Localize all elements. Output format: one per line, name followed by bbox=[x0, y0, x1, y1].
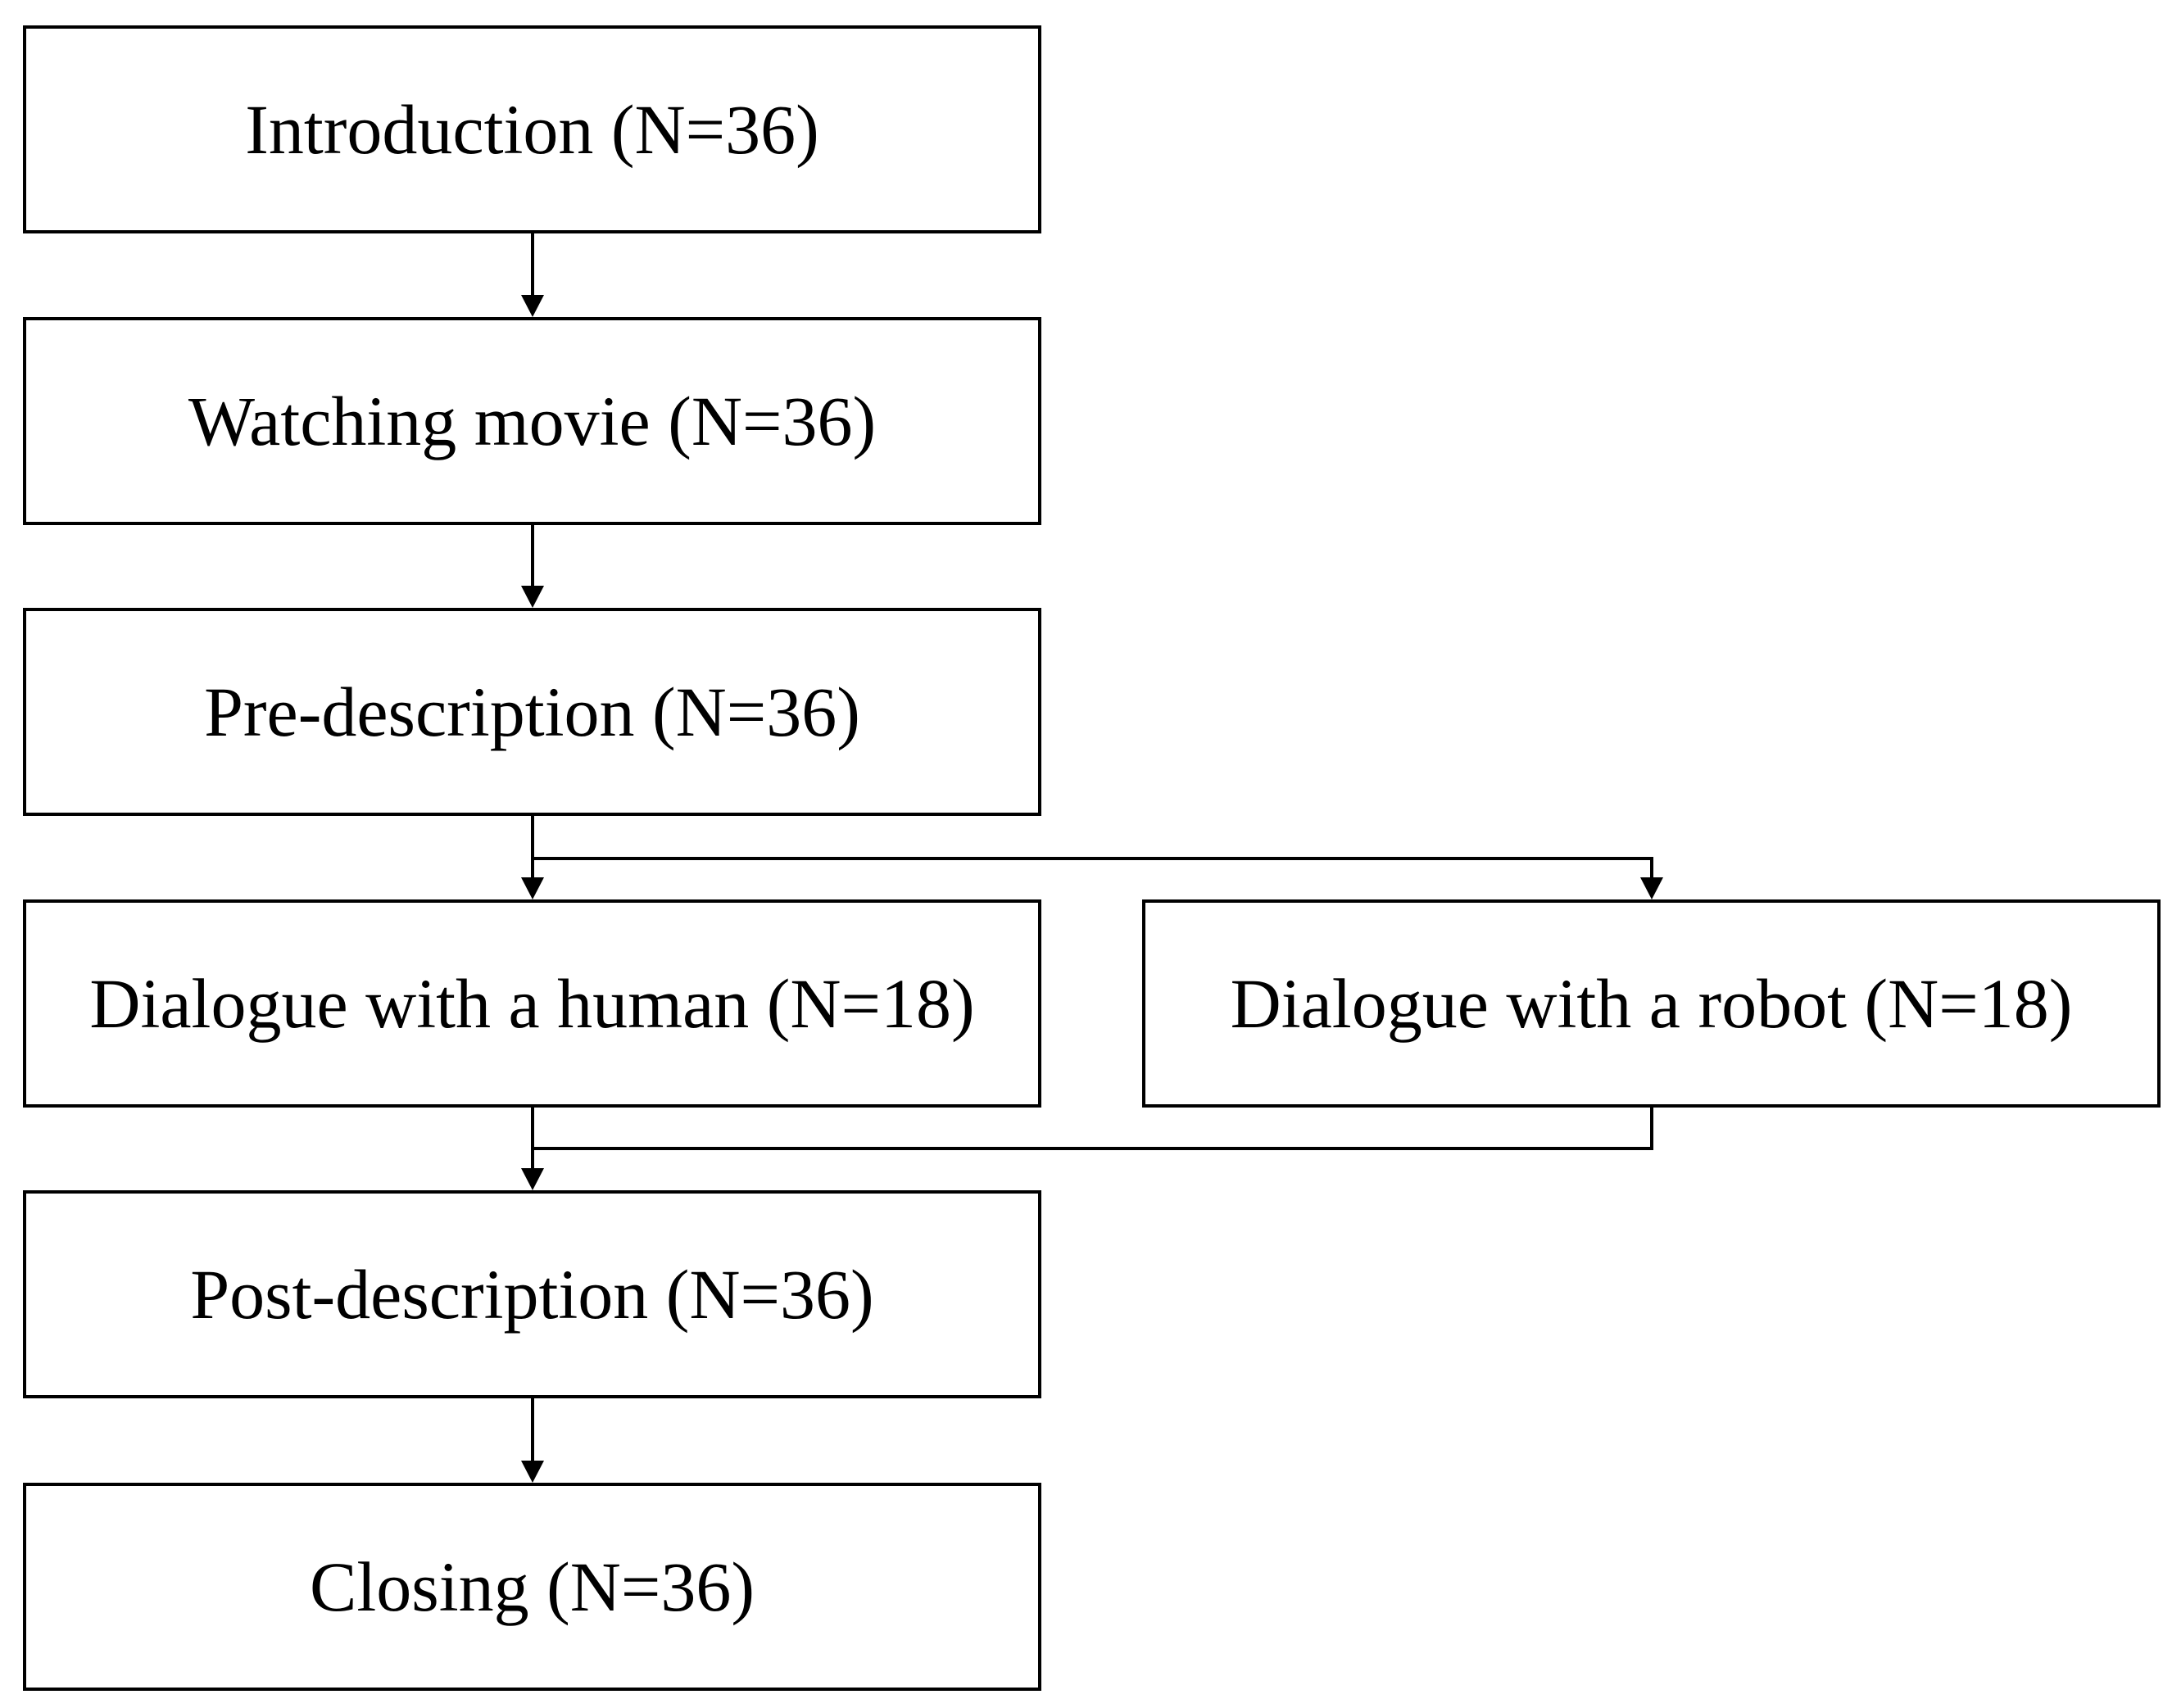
node-dialogue-robot-label: Dialogue with a robot (N=18) bbox=[1230, 964, 2073, 1043]
node-watching-movie: Watching movie (N=36) bbox=[23, 317, 1041, 525]
node-closing-label: Closing (N=36) bbox=[309, 1547, 755, 1626]
arrowhead-robot bbox=[1640, 877, 1663, 899]
node-pre-description-label: Pre-description (N=36) bbox=[204, 673, 860, 751]
node-dialogue-human: Dialogue with a human (N=18) bbox=[23, 899, 1041, 1108]
arrowhead-watching bbox=[521, 295, 544, 317]
node-post-description: Post-description (N=36) bbox=[23, 1190, 1041, 1398]
node-introduction: Introduction (N=36) bbox=[23, 25, 1041, 233]
node-pre-description: Pre-description (N=36) bbox=[23, 608, 1041, 816]
arrowhead-pre bbox=[521, 586, 544, 608]
node-dialogue-robot: Dialogue with a robot (N=18) bbox=[1142, 899, 2161, 1108]
node-dialogue-human-label: Dialogue with a human (N=18) bbox=[89, 964, 975, 1043]
arrowhead-post bbox=[521, 1168, 544, 1190]
node-introduction-label: Introduction (N=36) bbox=[245, 90, 819, 169]
node-closing: Closing (N=36) bbox=[23, 1483, 1041, 1691]
arrowhead-closing bbox=[521, 1461, 544, 1483]
arrowhead-human bbox=[521, 877, 544, 899]
node-post-description-label: Post-description (N=36) bbox=[190, 1255, 874, 1334]
node-watching-movie-label: Watching movie (N=36) bbox=[188, 382, 877, 460]
